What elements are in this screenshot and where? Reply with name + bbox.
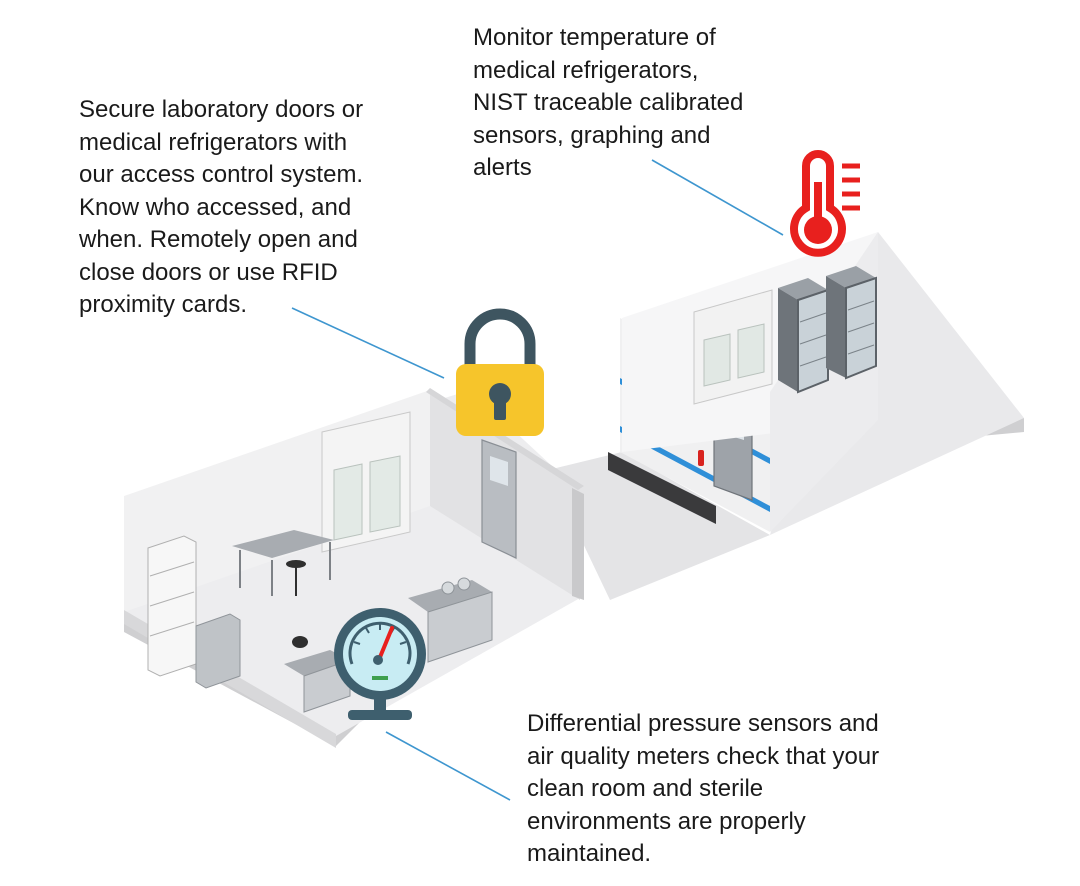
access-control-callout: Secure laboratory doors or medical refri… — [79, 96, 364, 318]
flask — [441, 581, 455, 595]
leader-line-access — [291, 307, 445, 379]
flask — [457, 577, 471, 591]
work-bench — [408, 580, 492, 612]
refrigerator-body — [826, 276, 846, 378]
thermometer-bulb — [804, 216, 832, 244]
refrigerator-body — [778, 288, 798, 392]
sink-unit — [195, 613, 241, 689]
pressure-gauge-icon — [334, 608, 426, 720]
stool — [286, 560, 306, 568]
leader-lines — [291, 159, 784, 801]
leader-line-temperature — [651, 159, 784, 236]
corridor-floor-shadow — [608, 452, 716, 524]
gauge-indicator — [372, 676, 388, 680]
cabinet-glass — [369, 455, 401, 533]
gauge-tick — [353, 641, 361, 645]
refrigerator-shelf — [799, 356, 827, 367]
shelf-rack — [147, 535, 197, 677]
pressure-sensing-callout: Differential pressure sensors and air qu… — [527, 710, 880, 867]
lab-table — [232, 530, 334, 558]
left-room-door-window — [490, 456, 508, 486]
thermometer-outline — [790, 150, 846, 257]
padlock-icon — [456, 308, 544, 436]
thermometer-mercury — [814, 182, 822, 222]
corridor-floor — [548, 452, 770, 600]
left-room-right-wall — [572, 488, 584, 600]
thermometer-icon — [790, 150, 860, 257]
shelf — [149, 621, 195, 637]
gauge-hub — [373, 655, 383, 665]
gauge-base — [348, 710, 412, 720]
refrigerator-shelf — [847, 300, 875, 311]
fire-extinguisher — [698, 450, 704, 466]
work-bench — [284, 650, 350, 676]
refrigerator-door — [797, 288, 829, 394]
medical-refrigerator — [778, 278, 829, 394]
refrigerator-top — [778, 278, 828, 300]
cabinet-glass — [703, 333, 731, 387]
lab-equipment — [292, 636, 308, 648]
refrigerator-shelf — [799, 334, 827, 345]
gauge-scale — [348, 621, 412, 665]
gauge-tick — [365, 627, 370, 634]
work-bench-front — [427, 591, 493, 663]
left-room — [124, 388, 584, 748]
refrigerator-shelf — [847, 322, 875, 333]
medical-refrigerator — [826, 266, 877, 380]
left-room-door — [481, 439, 517, 559]
gauge-tick — [399, 641, 407, 645]
refrigerator-shelf — [799, 312, 827, 323]
leader-line-pressure — [385, 731, 511, 801]
padlock-keyhole-slot — [494, 398, 506, 420]
padlock-shackle — [464, 308, 536, 368]
right-room — [622, 232, 878, 532]
refrigerator-top — [826, 266, 876, 288]
shelf — [149, 591, 195, 607]
shelf — [149, 561, 195, 577]
cabinet-glass — [333, 463, 363, 541]
temperature-monitoring-callout: Monitor temperature of medical refrigera… — [473, 24, 744, 181]
cabinet-glass — [737, 323, 765, 379]
refrigerator-shelf — [847, 344, 875, 355]
